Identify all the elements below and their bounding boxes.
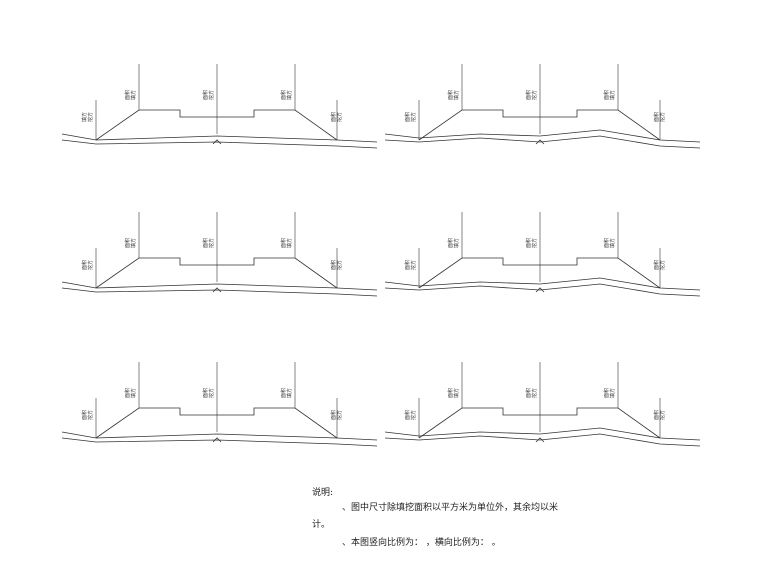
notes-line-3: 、本图竖向比例为： ，横向比例为： 。 [342, 538, 501, 548]
label-left-shoulder: 面积 [447, 238, 454, 248]
label-center: 面积 [202, 388, 209, 398]
label-left-toe: 挖方 [87, 410, 94, 420]
label-right-shoulder: 面积 [280, 90, 287, 100]
label-center: 挖方 [208, 388, 215, 398]
label-right-shoulder: 填方 [609, 388, 616, 398]
ground-line-lower [61, 287, 378, 297]
center-marker [535, 287, 545, 293]
label-left-shoulder: 面积 [124, 238, 131, 248]
label-right-shoulder: 面积 [280, 388, 287, 398]
label-left-shoulder: 填方 [130, 90, 137, 100]
center-marker [212, 287, 222, 293]
label-right-toe: 面积 [330, 112, 337, 122]
label-right-shoulder: 面积 [603, 388, 610, 398]
label-center: 面积 [202, 238, 209, 248]
label-right-shoulder: 面积 [280, 238, 287, 248]
road-outline [95, 109, 338, 141]
label-left-shoulder: 填方 [453, 238, 460, 248]
ground-line-lower [384, 283, 701, 297]
cross-section-s1: 挖方填方填方面积挖方面积填方面积挖方面积 [61, 64, 378, 149]
label-left-shoulder: 填方 [130, 388, 137, 398]
label-right-toe: 面积 [653, 112, 660, 122]
label-left-toe: 挖方 [410, 260, 417, 270]
notes-line-1: 、图中尺寸除填挖面积以平方米为单位外，其余均以米 [342, 503, 559, 513]
label-left-toe: 挖方 [410, 410, 417, 420]
label-right-shoulder: 填方 [286, 388, 293, 398]
ground-line-upper [384, 129, 701, 143]
label-left-shoulder: 面积 [447, 388, 454, 398]
label-left-toe: 挖方 [87, 260, 94, 270]
label-center: 挖方 [208, 90, 215, 100]
label-right-toe: 挖方 [336, 260, 343, 270]
label-center: 挖方 [208, 238, 215, 248]
label-right-toe: 面积 [653, 260, 660, 270]
cross-section-s5: 挖方面积填方面积挖方面积填方面积挖方面积 [61, 362, 378, 447]
ground-line-lower [61, 437, 378, 447]
label-center: 挖方 [531, 90, 538, 100]
label-center: 挖方 [531, 238, 538, 248]
label-center: 挖方 [531, 388, 538, 398]
label-left-shoulder: 填方 [453, 90, 460, 100]
label-left-toe: 面积 [404, 410, 411, 420]
label-right-shoulder: 填方 [609, 238, 616, 248]
label-right-toe: 面积 [330, 260, 337, 270]
label-left-shoulder: 面积 [124, 388, 131, 398]
label-right-toe: 挖方 [336, 410, 343, 420]
label-right-toe: 挖方 [659, 112, 666, 122]
label-left-toe: 挖方 [87, 112, 94, 122]
ground-line-upper [61, 133, 378, 143]
ground-line-lower [384, 433, 701, 447]
center-marker [212, 437, 222, 443]
label-left-toe: 面积 [404, 260, 411, 270]
cross-section-s6: 挖方面积填方面积挖方面积填方面积挖方面积 [384, 362, 701, 447]
ground-line-upper [384, 277, 701, 291]
label-left-toe: 面积 [81, 410, 88, 420]
cross-section-s3: 挖方面积填方面积挖方面积填方面积挖方面积 [61, 212, 378, 297]
label-right-toe: 挖方 [659, 410, 666, 420]
label-right-shoulder: 填方 [286, 238, 293, 248]
cross-section-s4: 挖方面积填方面积挖方面积填方面积挖方面积 [384, 212, 701, 297]
ground-line-lower [61, 139, 378, 149]
label-center: 面积 [525, 388, 532, 398]
ground-line-upper [384, 427, 701, 441]
ground-line-upper [61, 281, 378, 291]
label-center: 面积 [525, 238, 532, 248]
notes-heading: 说明: [312, 488, 334, 498]
label-left-shoulder: 填方 [130, 238, 137, 248]
label-left-toe: 面积 [81, 260, 88, 270]
center-marker [212, 139, 222, 145]
notes-line-2: 计。 [312, 520, 331, 530]
label-center: 面积 [525, 90, 532, 100]
label-left-shoulder: 填方 [453, 388, 460, 398]
ground-line-upper [61, 431, 378, 441]
label-right-shoulder: 面积 [603, 238, 610, 248]
label-left-shoulder: 面积 [447, 90, 454, 100]
cross-section-s2: 挖方面积填方面积挖方面积填方面积挖方面积 [384, 64, 701, 149]
center-marker [535, 139, 545, 145]
label-center: 面积 [202, 90, 209, 100]
label-right-shoulder: 填方 [609, 90, 616, 100]
label-left-toe: 填方 [81, 112, 88, 122]
label-left-toe: 挖方 [410, 112, 417, 122]
label-left-toe: 面积 [404, 112, 411, 122]
label-right-toe: 面积 [653, 410, 660, 420]
label-right-toe: 挖方 [659, 260, 666, 270]
label-right-shoulder: 填方 [286, 90, 293, 100]
label-right-shoulder: 面积 [603, 90, 610, 100]
center-marker [535, 437, 545, 443]
road-outline [95, 257, 338, 289]
label-left-shoulder: 面积 [124, 90, 131, 100]
ground-line-lower [384, 135, 701, 149]
road-outline [95, 407, 338, 439]
label-right-toe: 挖方 [336, 112, 343, 122]
label-right-toe: 面积 [330, 410, 337, 420]
